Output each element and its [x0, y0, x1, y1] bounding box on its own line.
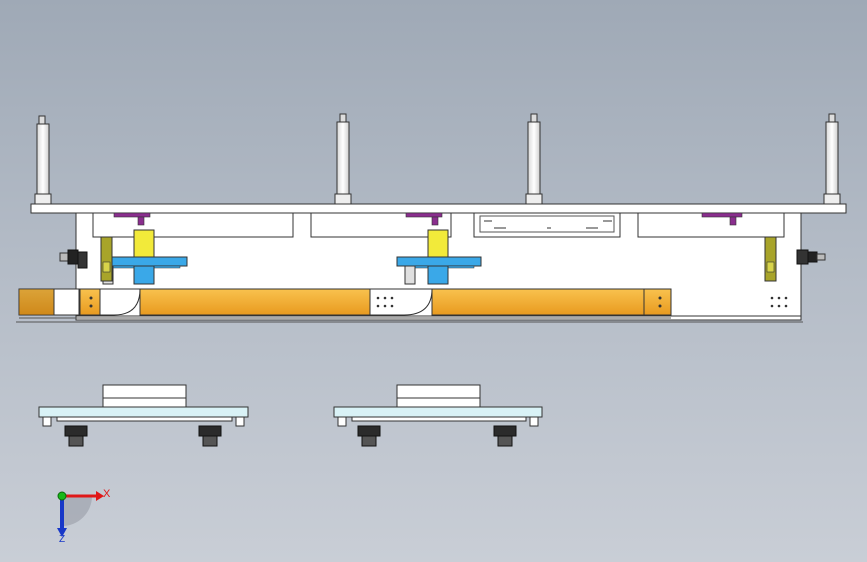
guide-post-1	[34, 115, 52, 205]
sensor-bracket-left	[100, 236, 113, 282]
purple-clamp-3	[701, 212, 743, 226]
orange-slide-rail	[18, 288, 672, 319]
cylinder-assembly-middle	[396, 229, 482, 285]
cylinder-assembly-left	[102, 229, 188, 285]
leveling-foot	[357, 425, 381, 447]
top-block-right	[637, 212, 785, 238]
axis-z-label: Z	[59, 534, 65, 545]
air-fitting-right	[796, 249, 826, 265]
sensor-bracket-right	[764, 236, 777, 282]
leveling-foot	[198, 425, 222, 447]
air-fitting-left	[59, 249, 88, 269]
axis-x-label: X	[103, 488, 111, 500]
purple-clamp-2	[405, 212, 443, 226]
hole-pattern-right	[770, 296, 788, 308]
coordinate-triad[interactable]: X Z	[57, 488, 111, 545]
guide-post-3	[525, 113, 543, 205]
guide-post-4	[823, 113, 841, 205]
fixture-plate-right	[333, 384, 543, 447]
top-block-window	[473, 212, 621, 238]
leveling-foot	[493, 425, 517, 447]
purple-clamp-1	[113, 212, 151, 226]
top-mounting-plate	[30, 203, 847, 214]
guide-post-2	[334, 113, 352, 205]
leveling-foot	[64, 425, 88, 447]
fixture-plate-left	[38, 384, 249, 447]
